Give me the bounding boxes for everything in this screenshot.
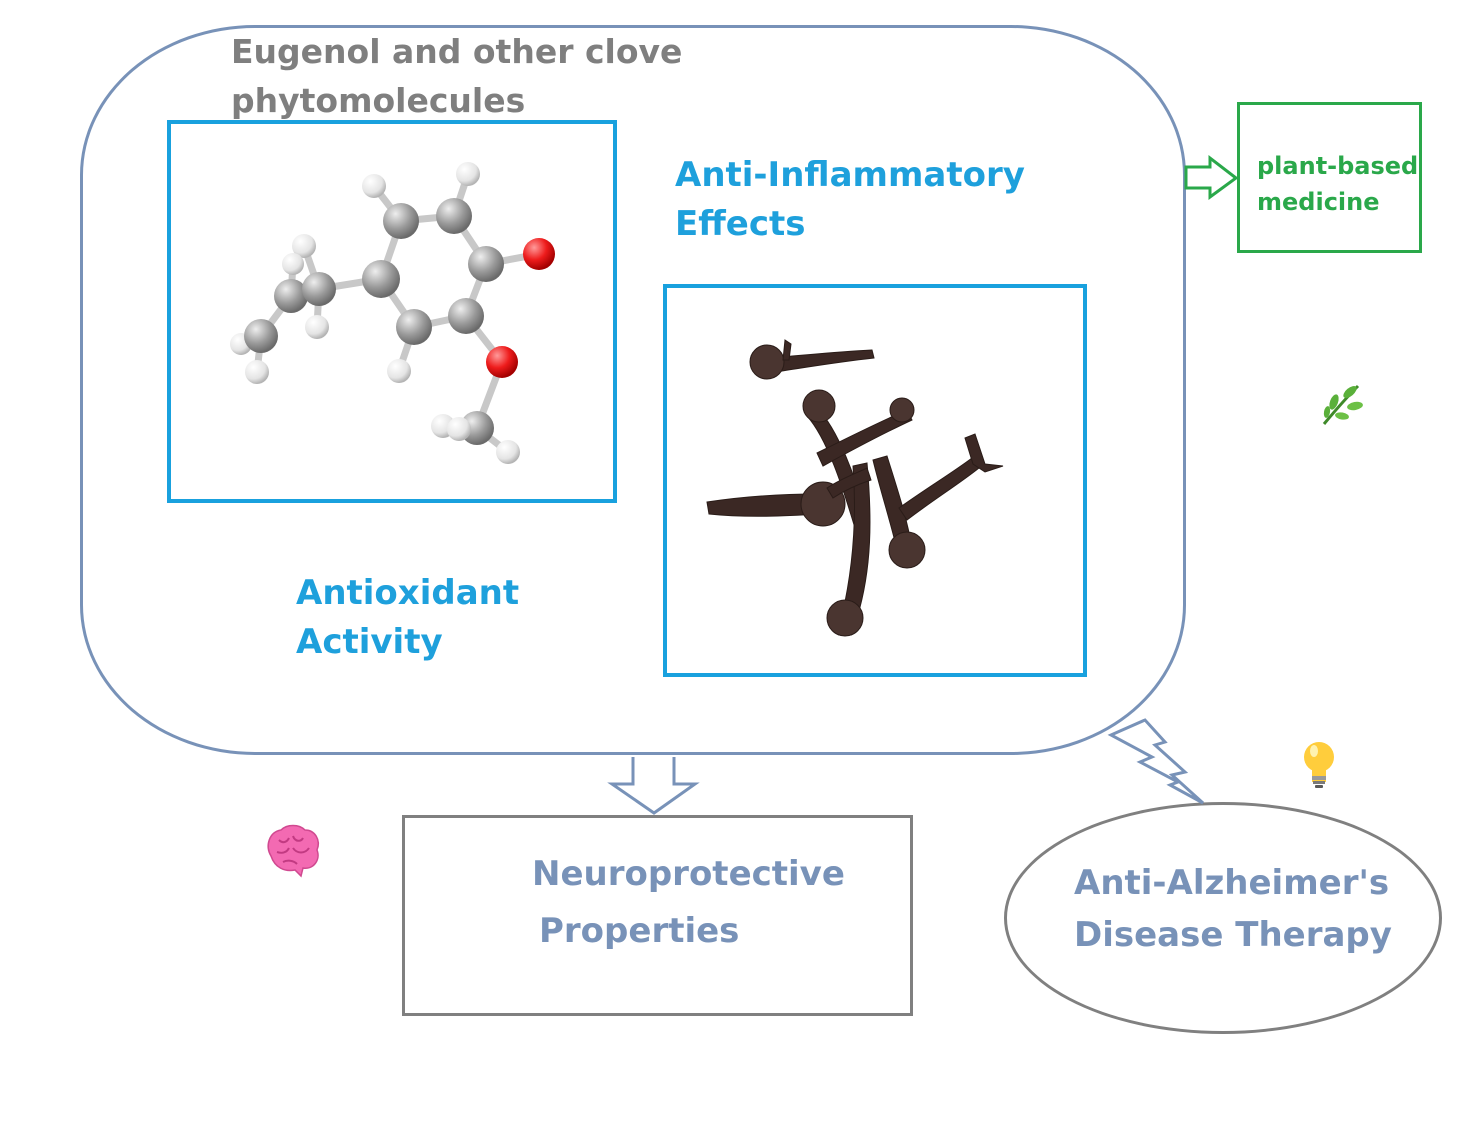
light-bulb-icon (1304, 742, 1334, 788)
phytomolecules-container (80, 25, 1186, 755)
neuroprotective-label-line1: Neuroprotective (532, 854, 845, 894)
herb-icon (1322, 384, 1363, 425)
lightning-connector (1107, 718, 1205, 805)
neuroprotective-label-line2: Properties (539, 911, 740, 951)
arrow-to-plant-medicine (1184, 154, 1239, 200)
eugenol-molecule-image (167, 120, 617, 503)
arrow-to-neuroprotective (607, 757, 700, 815)
neuroprotective-box (402, 815, 913, 1016)
cloves-drawing (706, 339, 1004, 637)
alzheimer-therapy-ellipse (1004, 802, 1442, 1034)
anti-inflammatory-label: Anti-Inflammatory Effects (675, 155, 1025, 244)
antioxidant-label: Antioxidant Activity (296, 573, 520, 662)
plant-based-medicine-label: plant-based medicine (1257, 152, 1419, 216)
molecule-drawing (230, 162, 555, 464)
cloves-image (663, 284, 1087, 677)
alzheimer-therapy-label: Anti-Alzheimer's Disease Therapy (1074, 863, 1392, 955)
brain-icon (267, 824, 319, 878)
diagram-title: Eugenol and other clove phytomolecules (231, 32, 683, 120)
